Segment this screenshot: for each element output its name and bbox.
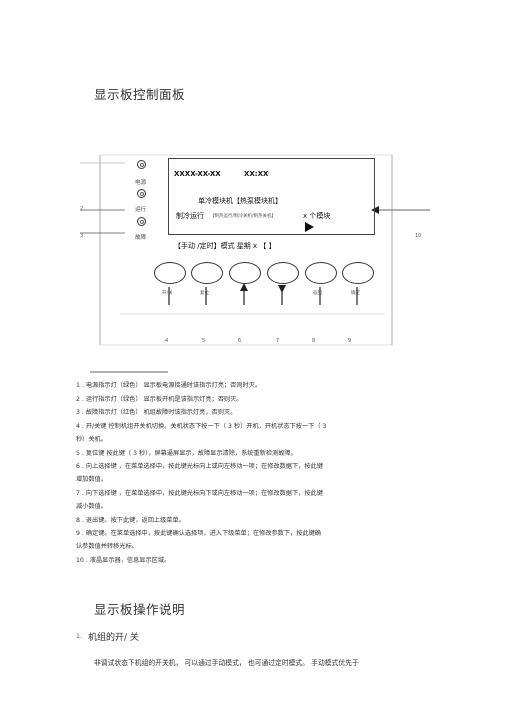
legend-item: 9 . 确定键。在菜单选择中，按此键确认选择项，进入下级菜单；在修改参数下，按此…: [76, 530, 321, 537]
lcd-mode-title: 单冷模块机【热泵模块机】: [198, 197, 282, 205]
section-title: 显示板控制面板: [94, 87, 186, 102]
callout-3: 3: [80, 233, 84, 239]
callout-2: 2: [80, 206, 84, 212]
button-label-back: 返回: [313, 291, 322, 296]
legend-item: 增加数值。: [76, 476, 107, 483]
legend-item: 5 . 复位键 按此键（ 3 秒），屏幕逼屏显示，故障显示清除，系统重新检测故障…: [76, 450, 297, 457]
legend-item: 4 . 开/关键 控制机组开关机切换。关机状态下按一下（ 3 秒）开机，开机状态…: [76, 423, 327, 430]
up-button[interactable]: [229, 262, 261, 284]
lcd-time-suffix: !: [268, 172, 270, 177]
button-label-reset: 复位: [200, 291, 209, 296]
body-paragraph: 非调试状态下机组的开关机， 可以通过手动模式， 也可通过定时模式。 手动模式优先…: [94, 659, 359, 667]
lcd-status-detail: 【制热运行/制冷关机/制热关机】: [210, 214, 277, 219]
legend-item: 减小数值。: [76, 503, 107, 510]
confirm-button[interactable]: [342, 262, 374, 284]
callout-9: 9: [348, 338, 352, 344]
lcd-time: XX:XX: [244, 170, 269, 178]
button-label-power: 开/关: [162, 291, 173, 296]
callout-6: 6: [238, 338, 242, 344]
legend-item: 1 . 电源指示灯（绿色） 显示板电源接通时该指示灯亮；否则时灭。: [76, 382, 262, 389]
section-title: 显示板操作说明: [94, 602, 186, 617]
subsection-number: 1.: [76, 633, 82, 640]
fault-led-icon: [137, 217, 146, 226]
legend-item: 秒）关机。: [76, 436, 107, 443]
power-toggle-button[interactable]: [154, 262, 186, 284]
led-label-power: 电源: [135, 180, 147, 186]
subsection-title: 机组的开/ 关: [88, 633, 139, 643]
legend-item: 认参数值并转移光标。: [76, 543, 138, 550]
callout-7: 7: [276, 338, 280, 344]
lcd-module-count: x 个模块: [303, 212, 331, 220]
run-led-icon: [137, 189, 146, 198]
led-label-fault: 故障: [135, 235, 147, 241]
callout-4: 4: [165, 338, 169, 344]
legend-item: 6 . 向上选择键 ，在菜单选择中，按此键光标向上或向左移动一项；在修改数据下，…: [76, 463, 323, 470]
down-button[interactable]: [267, 262, 299, 284]
callout-5: 5: [202, 338, 206, 344]
lcd-status: 制冷运行: [176, 212, 204, 220]
legend-item: 7 . 向下选择键 ，在菜单选择中，按此键光标向下或向左移动一项；在修改数据下，…: [76, 490, 323, 497]
legend-item: 8 . 退出键。按下此键，返回上级菜单。: [76, 517, 185, 524]
button-label-confirm: 确定: [351, 291, 360, 296]
callout-10: 10: [415, 233, 422, 239]
power-led-icon: [137, 160, 146, 169]
lcd-display: [168, 158, 375, 235]
legend-item: 2 . 运行指示灯（绿色） 显示板开机是该指示灯亮；否则灭。: [76, 396, 243, 403]
callout-8: 8: [312, 338, 316, 344]
back-button[interactable]: [305, 262, 337, 284]
led-label-run: 运行: [135, 207, 147, 213]
legend-item: 3 . 故障指示灯（红色） 机组故障时该指示灯亮，否则灭。: [76, 409, 237, 416]
lcd-bottom-line: 【手动 /定时】模式 星期 x 【 】: [174, 242, 276, 250]
lcd-date: XXXX-XX-XX: [174, 170, 221, 178]
legend-item: 10 . 液晶显示器，信息显示区域。: [76, 557, 171, 564]
reset-button[interactable]: [191, 262, 223, 284]
